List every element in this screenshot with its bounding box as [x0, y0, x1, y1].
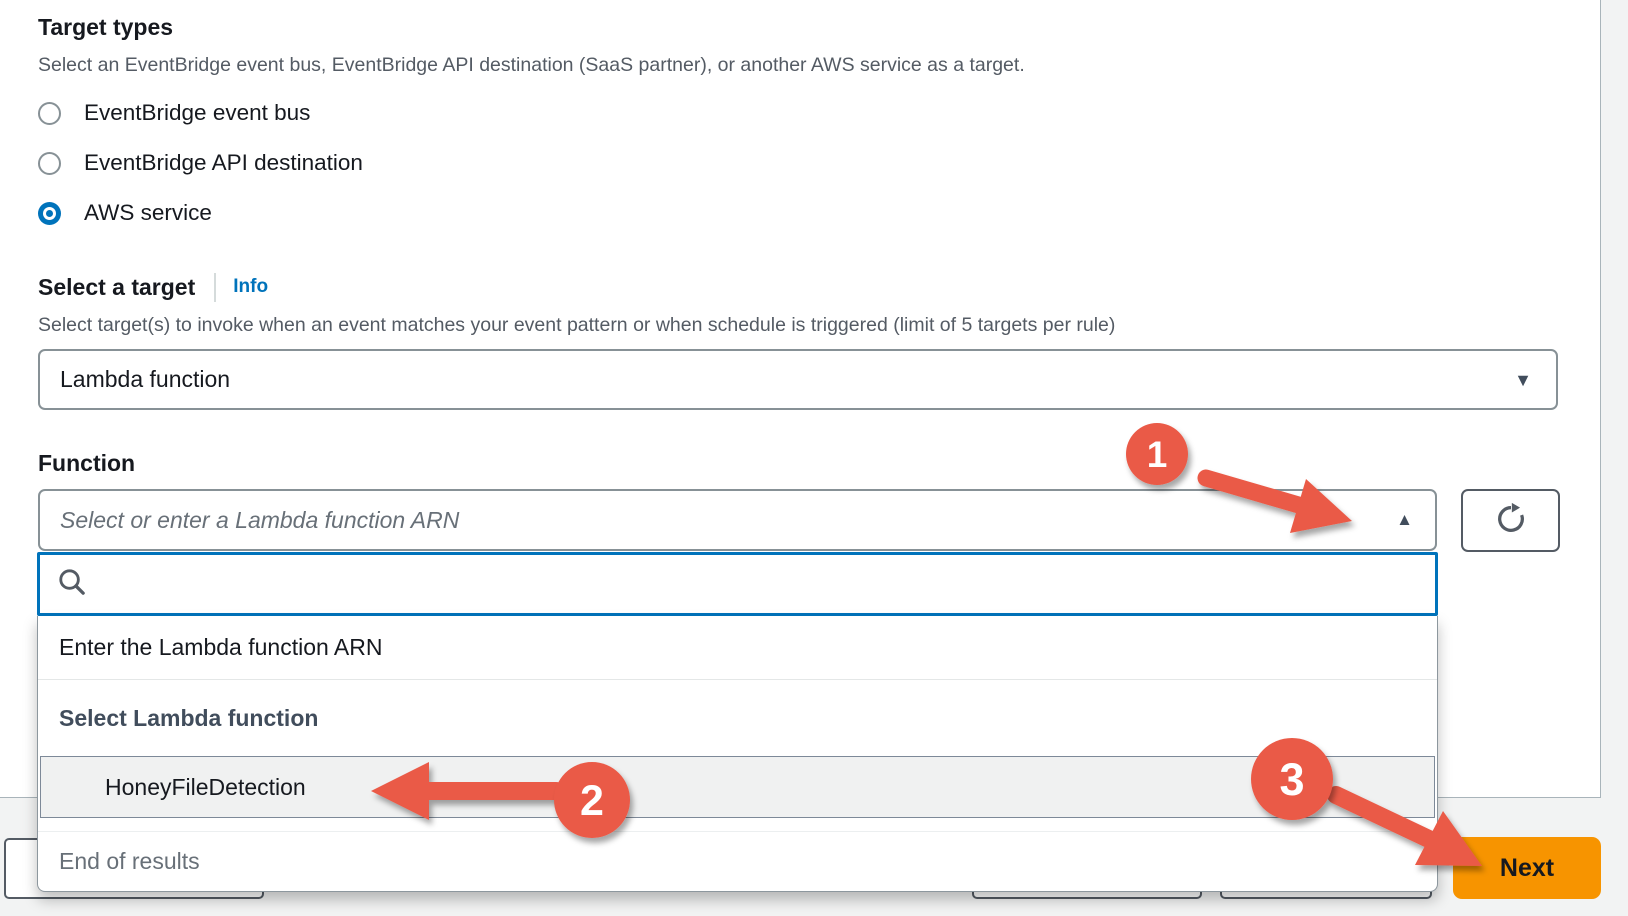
radio-eventbridge-event-bus[interactable]: EventBridge event bus: [38, 95, 310, 131]
function-arn-input[interactable]: [60, 506, 1397, 534]
radio-label[interactable]: AWS service: [84, 200, 212, 225]
chevron-up-icon[interactable]: ▲: [1396, 510, 1413, 529]
function-label: Function: [38, 450, 136, 476]
option-honeyfiledetection[interactable]: HoneyFileDetection: [40, 756, 1435, 818]
target-types-heading: Target types: [38, 14, 174, 40]
select-a-target-heading: Select a target: [38, 273, 196, 300]
select-target-description: Select target(s) to invoke when an event…: [38, 314, 1116, 336]
refresh-button[interactable]: [1461, 489, 1560, 552]
select-a-target-heading-row: Select a target Info: [38, 270, 268, 304]
option-enter-arn[interactable]: Enter the Lambda function ARN: [38, 616, 1437, 680]
heading-divider: [214, 272, 217, 302]
end-of-results: End of results: [38, 831, 1437, 891]
search-input[interactable]: [97, 570, 1435, 598]
radio-dot: [46, 209, 53, 217]
radio-circle[interactable]: [38, 151, 61, 175]
target-type-select[interactable]: Lambda function ▼: [38, 349, 1558, 410]
radio-circle-selected[interactable]: [38, 201, 61, 225]
radio-eventbridge-api-destination[interactable]: EventBridge API destination: [38, 145, 363, 181]
function-search-dropdown: Enter the Lambda function ARN Select Lam…: [37, 552, 1438, 892]
target-types-description: Select an EventBridge event bus, EventBr…: [38, 54, 1025, 76]
radio-aws-service[interactable]: AWS service: [38, 195, 212, 231]
info-link[interactable]: Info: [233, 276, 269, 297]
refresh-icon: [1494, 502, 1528, 539]
search-box[interactable]: [37, 552, 1438, 616]
radio-label[interactable]: EventBridge event bus: [84, 100, 311, 125]
radio-inner-ring: [43, 206, 56, 220]
chevron-down-icon: ▼: [1514, 369, 1532, 390]
option-spacer: [38, 818, 1437, 831]
next-button[interactable]: Next: [1453, 837, 1601, 899]
function-combobox[interactable]: ▲: [38, 489, 1437, 551]
options-group-label: Select Lambda function: [59, 704, 319, 731]
option-list: Enter the Lambda function ARN Select Lam…: [37, 616, 1438, 892]
search-icon: [56, 566, 87, 602]
next-button-label: Next: [1499, 853, 1555, 882]
radio-label[interactable]: EventBridge API destination: [84, 150, 363, 175]
target-type-select-value: Lambda function: [60, 366, 231, 392]
radio-circle[interactable]: [38, 101, 61, 125]
